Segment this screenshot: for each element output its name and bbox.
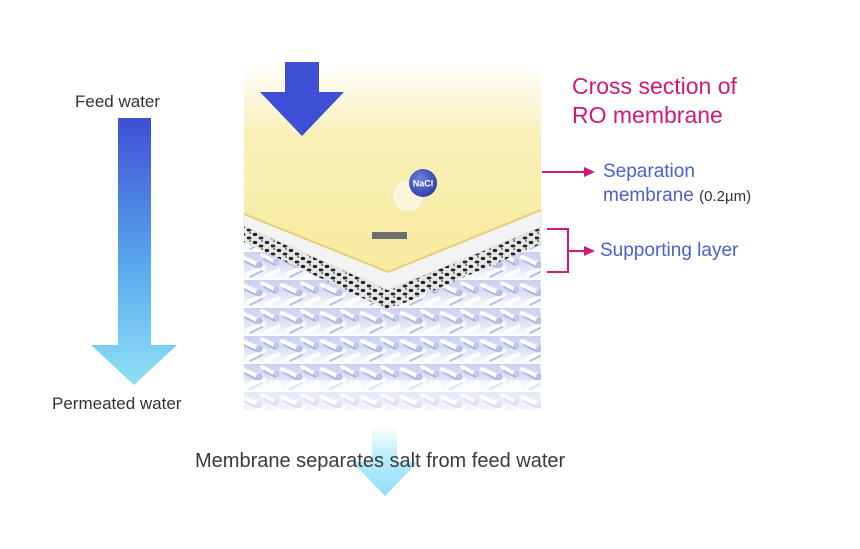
feed-water-label: Feed water xyxy=(75,92,161,111)
separation-membrane-edge xyxy=(243,209,542,274)
diagram-caption: Membrane separates salt from feed water xyxy=(195,450,566,472)
supporting-layer-label: Supporting layer xyxy=(600,240,739,261)
nacl-label: NaCl xyxy=(413,179,434,189)
separation-thickness: (0.2µm) xyxy=(699,188,752,205)
down-arrow-icon xyxy=(260,62,344,136)
permeate-arrow xyxy=(352,425,418,496)
separation-label-line1: Separation xyxy=(603,161,695,182)
separation-label-line2: membrane (0.2µm) xyxy=(603,184,751,209)
membrane-pore-bar xyxy=(372,232,407,239)
separation-membrane-label: Separation membrane (0.2µm) xyxy=(603,160,751,209)
right-arrow-icon xyxy=(584,167,595,177)
nacl-molecule xyxy=(409,169,437,197)
right-arrow-icon xyxy=(584,246,595,256)
flow-direction-arrow xyxy=(91,118,177,385)
bracket-icon xyxy=(547,228,586,273)
fiber-base-layer xyxy=(244,238,541,410)
separation-label-word: membrane xyxy=(603,185,694,206)
porous-support-layer xyxy=(244,226,541,310)
diagram-title-line1: Cross section of xyxy=(572,73,737,99)
permeated-water-label: Permeated water xyxy=(52,394,182,413)
diagram-title-line2: RO membrane xyxy=(572,102,723,128)
